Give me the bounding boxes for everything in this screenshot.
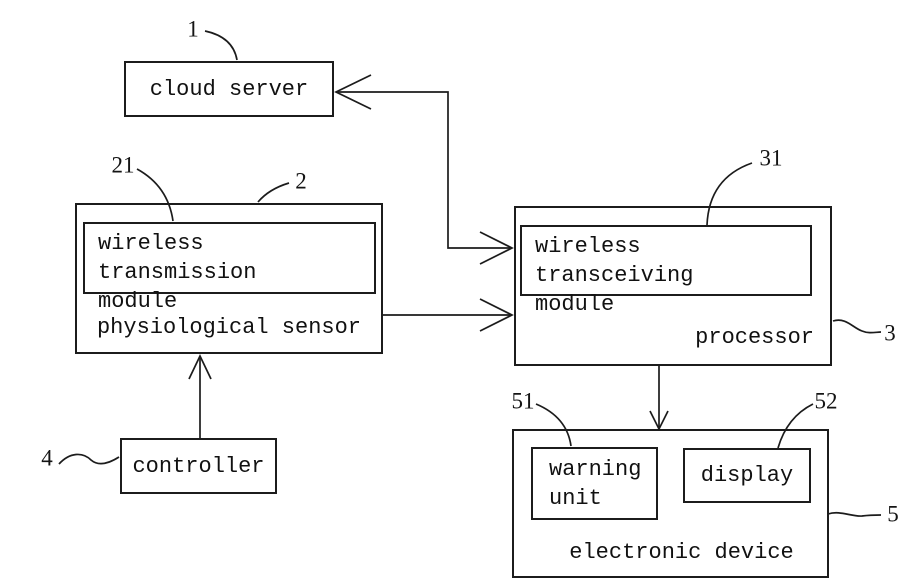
warning-unit-box: warning unit	[531, 447, 658, 520]
leader-ref-51	[535, 403, 572, 447]
leader-ref-52	[777, 403, 814, 449]
leader-ref-4	[58, 453, 120, 465]
wireless-transmission-module-box: wireless transmission module	[83, 222, 376, 314]
arrowhead-into-cloud-server	[334, 74, 372, 110]
processor-label: processor	[695, 325, 814, 350]
ref-numeral-cloud-server: 1	[187, 16, 199, 42]
physiological-sensor-box: physiological sensor	[75, 203, 383, 354]
cloud-server-label: cloud server	[149, 76, 309, 102]
arrowhead-into-sensor	[188, 354, 212, 380]
display-box: display	[683, 448, 811, 503]
ref-numeral-electronic-device: 5	[887, 501, 899, 527]
cloud-server-box: cloud server	[124, 61, 334, 117]
display-label: display	[700, 463, 794, 488]
leader-ref-2	[257, 182, 290, 203]
ref-numeral-processor: 3	[884, 320, 896, 346]
leader-ref-1	[204, 30, 238, 61]
arrowhead-into-processor-lower	[479, 298, 514, 332]
physiological-sensor-label: physiological sensor	[96, 315, 362, 340]
electronic-device-label: electronic device	[569, 540, 794, 565]
leader-ref-31	[706, 162, 753, 226]
leader-ref-21	[136, 168, 174, 222]
electronic-device-box: electronic device	[512, 429, 829, 578]
arrowhead-into-processor-upper	[479, 231, 514, 265]
ref-numeral-wireless-transmission-module: 21	[111, 152, 135, 178]
ref-numeral-physiological-sensor: 2	[295, 168, 307, 194]
controller-box: controller	[120, 438, 277, 494]
line-processor-to-cloud	[336, 91, 511, 249]
ref-numeral-wireless-transceiving-module: 31	[759, 145, 783, 171]
controller-label: controller	[132, 453, 265, 479]
ref-numeral-warning-unit: 51	[511, 388, 535, 414]
ref-numeral-display: 52	[814, 388, 838, 414]
leader-ref-5	[827, 511, 882, 517]
processor-box: processor	[514, 206, 832, 366]
leader-ref-3	[832, 319, 882, 334]
wireless-transceiving-module-box: wireless transceiving module	[520, 225, 812, 317]
ref-numeral-controller: 4	[41, 445, 53, 471]
